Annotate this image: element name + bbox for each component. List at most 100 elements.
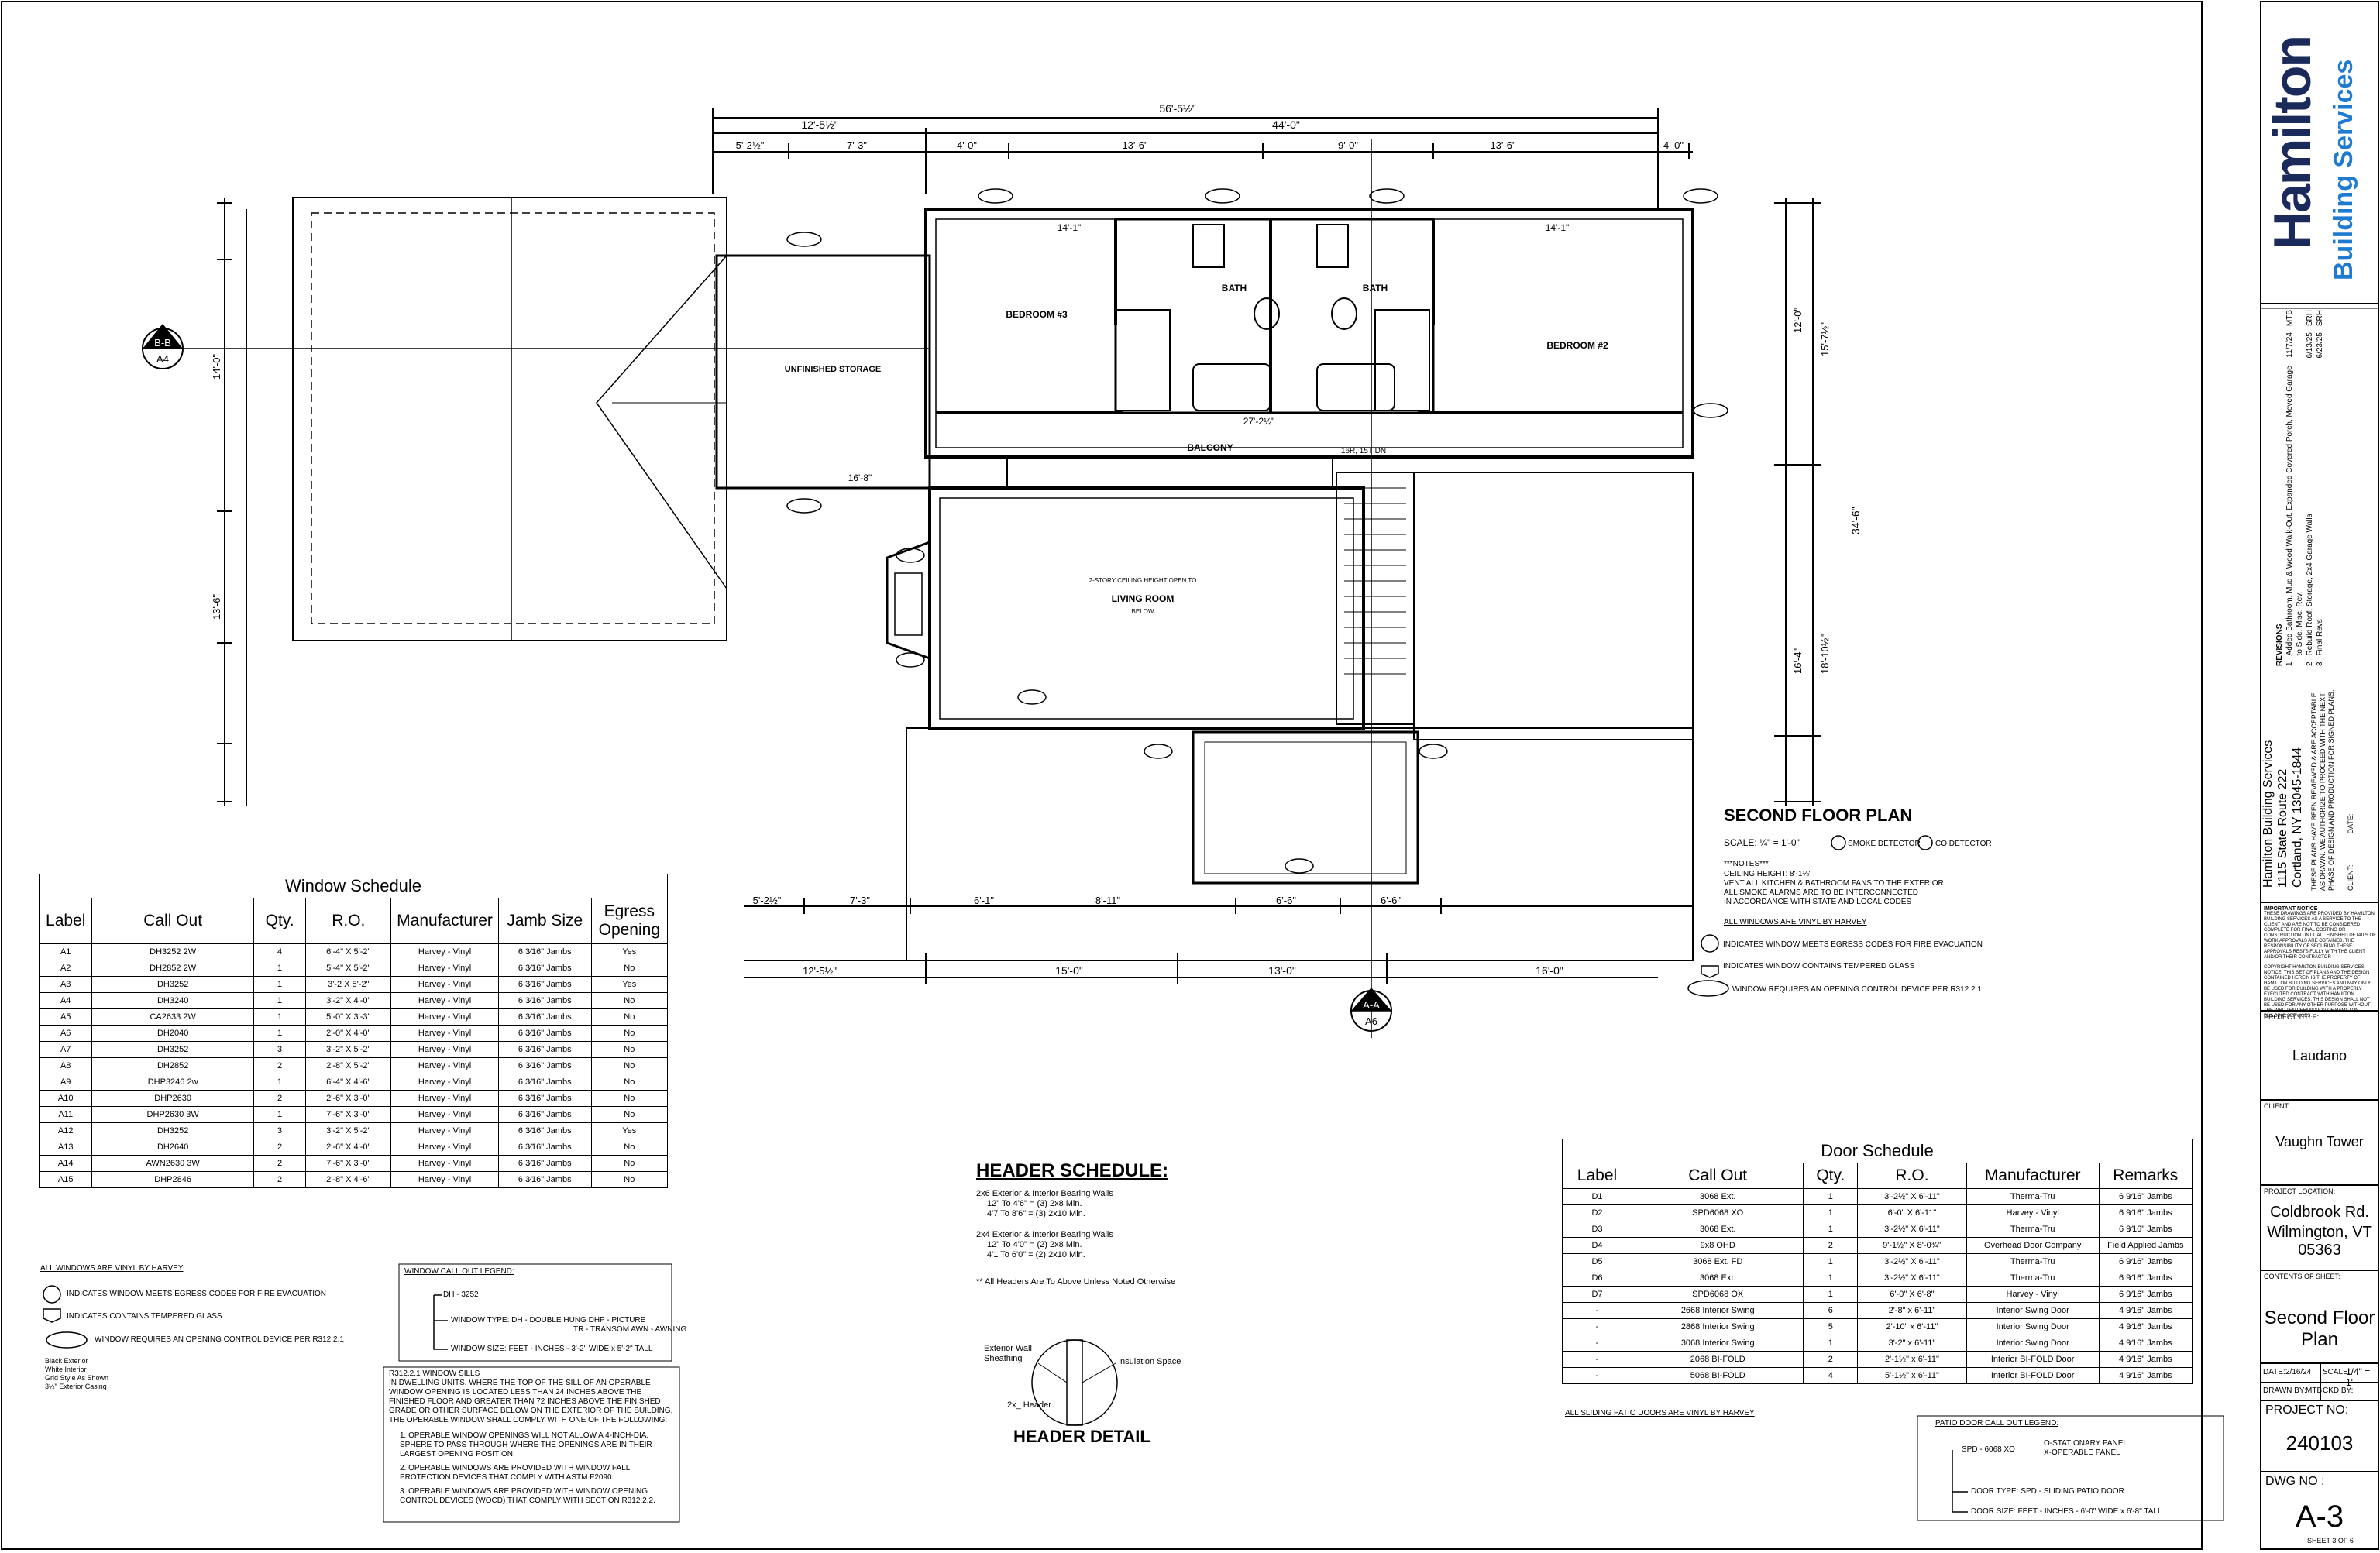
dim-b16: 16'-0" <box>1536 964 1563 977</box>
ds-cell: D3 <box>1562 1221 1632 1238</box>
ws-cell: A7 <box>38 1041 93 1058</box>
ws-cell: A10 <box>38 1090 93 1107</box>
ws-cell: No <box>590 1008 669 1026</box>
ws-cell: Yes <box>590 943 669 960</box>
ws-cell: 3'-2" X 5'-2" <box>305 1122 392 1139</box>
window-callout-type2: TR - TRANSOM AWN - AWNING <box>573 1325 687 1334</box>
ws-color-2: White Interior <box>45 1366 87 1373</box>
window-schedule-header-row: Label Call Out Qty. R.O. Manufacturer Ja… <box>38 898 669 944</box>
ds-cell: - <box>1562 1367 1632 1384</box>
ws-cell: Harvey - Vinyl <box>390 1139 499 1156</box>
ws-color-4: 3½" Exterior Casing <box>45 1383 107 1390</box>
ws-cell: 6 3⁄16" Jambs <box>497 1155 592 1172</box>
ds-cell: - <box>1562 1335 1632 1352</box>
ds-cell: Therma-Tru <box>1966 1270 2100 1287</box>
dim-5-2: 5'-2½" <box>736 139 765 151</box>
dim-overall: 56'-5½" <box>1159 102 1195 115</box>
ds-cell: 6 <box>1803 1302 1859 1319</box>
ws-cell: Harvey - Vinyl <box>390 976 499 993</box>
hd-header-label: 2x_ Header <box>1007 1400 1051 1410</box>
revision-cell: SRH <box>2306 310 2314 327</box>
ws-cell: A2 <box>38 960 93 977</box>
ws-cell: Harvey - Vinyl <box>390 1122 499 1139</box>
plan-note-1: CEILING HEIGHT: 8'-1⅛" <box>1724 870 1812 878</box>
ws-cell: A12 <box>38 1122 93 1139</box>
patio-callout-x: X-OPERABLE PANEL <box>2044 1448 2120 1457</box>
ws-cell: 1 <box>253 1008 307 1026</box>
ws-cell: 1 <box>253 992 307 1009</box>
ds-cell: Overhead Door Company <box>1966 1237 2100 1254</box>
ds-cell: 1 <box>1803 1253 1859 1270</box>
ds-cell: D1 <box>1562 1188 1632 1205</box>
ws-cell: Harvey - Vinyl <box>390 992 499 1009</box>
ws-cell: A3 <box>38 976 93 993</box>
ws-cell: 1 <box>253 1025 307 1042</box>
dim-12-5: 12'-5½" <box>801 119 837 131</box>
hs-g1-1: 12" To 4'6" = (3) 2x8 Min. <box>987 1199 1082 1208</box>
ds-header-manufacturer: Manufacturer <box>1966 1163 2100 1189</box>
revisions-label: REVISIONS <box>2275 624 2284 666</box>
ds-cell: 6'-0" X 6'-11" <box>1857 1204 1967 1221</box>
brand-sub: Building Services <box>2329 17 2359 280</box>
brand-logo: Hamilton <box>2262 0 2323 249</box>
ds-cell: 3068 Ext. <box>1631 1221 1804 1238</box>
ds-cell: Interior BI-FOLD Door <box>1966 1367 2100 1384</box>
ds-cell: D2 <box>1562 1204 1632 1221</box>
ws-cell: DH2852 2W <box>91 960 254 977</box>
contents-cell: CONTENTS OF SHEET: Second Floor Plan <box>2261 1270 2378 1363</box>
ws-cell: 7'-6" X 3'-0" <box>305 1155 392 1172</box>
ds-footer: ALL SLIDING PATIO DOORS ARE VINYL BY HAR… <box>1565 1409 1755 1417</box>
ws-cell: Harvey - Vinyl <box>390 960 499 977</box>
ds-header-callout: Call Out <box>1631 1163 1804 1189</box>
ws-cell: 6 3⁄16" Jambs <box>497 943 592 960</box>
ws-cell: Harvey - Vinyl <box>390 1155 499 1172</box>
plan-legend-t: INDICATES WINDOW CONTAINS TEMPERED GLASS <box>1723 962 1915 971</box>
client-value: Vaughn Tower <box>2275 1134 2364 1149</box>
ds-cell: 2868 Interior Swing <box>1631 1318 1804 1335</box>
room-living-sub: BELOW <box>1132 608 1154 615</box>
date-signature-label: DATE: <box>2347 813 2354 834</box>
dim-r12: 12'-0" <box>1792 307 1804 333</box>
address-1: Hamilton Building Services <box>2261 740 2275 888</box>
ws-cell: 6 3⁄16" Jambs <box>497 1106 592 1123</box>
dim-14-1b: 14'-1" <box>1546 222 1570 233</box>
ws-cell: CA2633 2W <box>91 1008 254 1026</box>
ds-cell: - <box>1562 1318 1632 1335</box>
plan-title: SECOND FLOOR PLAN <box>1724 806 1912 825</box>
ws-cell: No <box>590 1171 669 1188</box>
project-no-value: 240103 <box>2285 1431 2354 1455</box>
window-schedule-table: Window Schedule Label Call Out Qty. R.O.… <box>38 874 669 1188</box>
ws-footer: ALL WINDOWS ARE VINYL BY HARVEY <box>40 1264 184 1273</box>
ws-cell: DH2040 <box>91 1025 254 1042</box>
ds-cell: 1 <box>1803 1335 1859 1352</box>
location-label: PROJECT LOCATION: <box>2264 1187 2336 1195</box>
ws-legend-e: INDICATES WINDOW MEETS EGRESS CODES FOR … <box>67 1290 327 1298</box>
ws-cell: 6 3⁄16" Jambs <box>497 992 592 1009</box>
project-no-label: PROJECT NO: <box>2265 1404 2349 1417</box>
meta-cells: DATE: 2/16/24 SCALE: 1/4" = 1' DRAWN BY:… <box>2261 1363 2378 1400</box>
ws-cell: 3 <box>253 1122 307 1139</box>
window-callout-size: WINDOW SIZE: FEET - INCHES - 3'-2" WIDE … <box>451 1345 653 1353</box>
plan-note-4: IN ACCORDANCE WITH STATE AND LOCAL CODES <box>1724 898 1911 906</box>
patio-callout-size: DOOR SIZE: FEET - INCHES - 6'-0" WIDE x … <box>1971 1507 2162 1516</box>
section-aa-top: A-A <box>1363 999 1380 1011</box>
ds-cell: Therma-Tru <box>1966 1253 2100 1270</box>
ws-cell: Harvey - Vinyl <box>390 1008 499 1026</box>
dim-b6-6: 6'-6" <box>1276 895 1296 906</box>
title-block-logo: Hamilton Building Services <box>2261 2 2378 304</box>
section-bb-top: B-B <box>154 337 171 349</box>
plan-legend-e: INDICATES WINDOW MEETS EGRESS CODES FOR … <box>1723 940 1983 949</box>
ws-cell: 6 3⁄16" Jambs <box>497 1008 592 1026</box>
ds-cell: 1 <box>1803 1188 1859 1205</box>
ws-cell: DHP2846 <box>91 1171 254 1188</box>
